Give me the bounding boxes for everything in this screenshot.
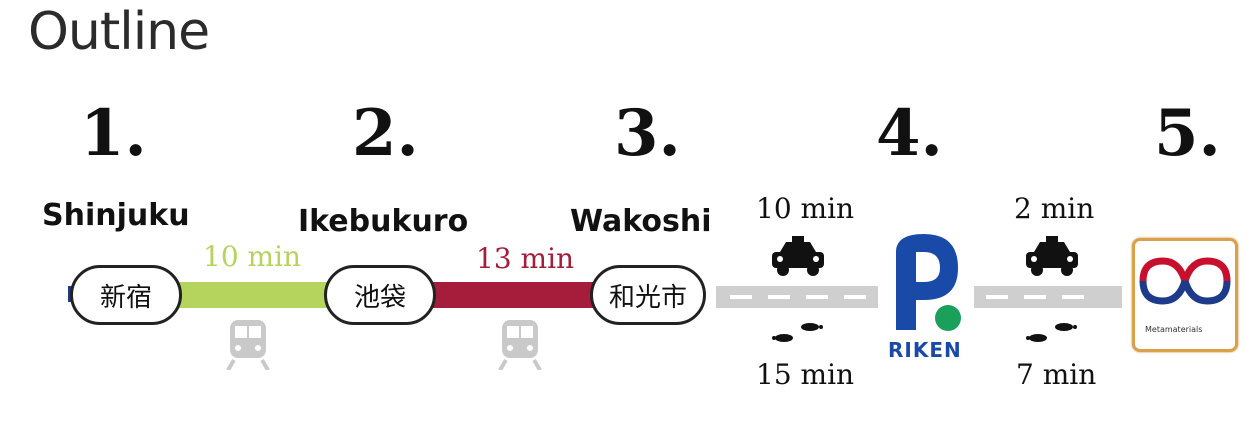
riken-logo-icon	[896, 234, 961, 331]
metamaterials-logo-text: Metamaterials	[1145, 325, 1203, 334]
segment-time-ikebukuro-wakoshi: 13 min	[476, 242, 575, 275]
road-segment	[716, 286, 878, 308]
station-kanji: 池袋	[353, 282, 406, 313]
road-segment	[974, 286, 1122, 308]
taxi-time-riken-lab: 2 min	[1014, 192, 1095, 225]
page-title: Outline	[28, 2, 210, 62]
station-name-wakoshi: Wakoshi	[570, 204, 712, 239]
red-line-segment	[420, 282, 610, 308]
station-pill-shinjuku: 新宿	[70, 265, 182, 325]
green-line-segment	[150, 282, 350, 308]
segment-time-shinjuku-ikebukuro: 10 min	[203, 240, 302, 273]
infinity-icon	[1139, 257, 1231, 305]
station-pill-ikebukuro: 池袋	[324, 265, 436, 325]
riken-logo-text: RIKEN	[888, 338, 962, 362]
station-name-shinjuku: Shinjuku	[42, 198, 190, 233]
taxi-icon	[1026, 236, 1078, 276]
step-number-4: 4.	[876, 96, 943, 171]
metamaterials-logo: Metamaterials	[1132, 238, 1238, 352]
station-kanji: 和光市	[608, 282, 687, 313]
taxi-time-wakoshi-riken: 10 min	[756, 192, 855, 225]
taxi-icon	[772, 236, 824, 276]
step-number-2: 2.	[352, 96, 419, 171]
footprints-icon	[772, 323, 823, 342]
train-icon	[498, 320, 542, 370]
step-number-3: 3.	[614, 96, 681, 171]
station-name-ikebukuro: Ikebukuro	[298, 204, 469, 239]
footprints-icon	[1026, 323, 1077, 342]
walk-time-wakoshi-riken: 15 min	[756, 358, 855, 391]
walk-time-riken-lab: 7 min	[1016, 358, 1097, 391]
step-number-5: 5.	[1154, 96, 1221, 171]
station-kanji: 新宿	[99, 282, 152, 313]
step-number-1: 1.	[80, 96, 147, 171]
train-icon	[226, 320, 270, 370]
station-pill-wakoshi: 和光市	[590, 265, 706, 325]
